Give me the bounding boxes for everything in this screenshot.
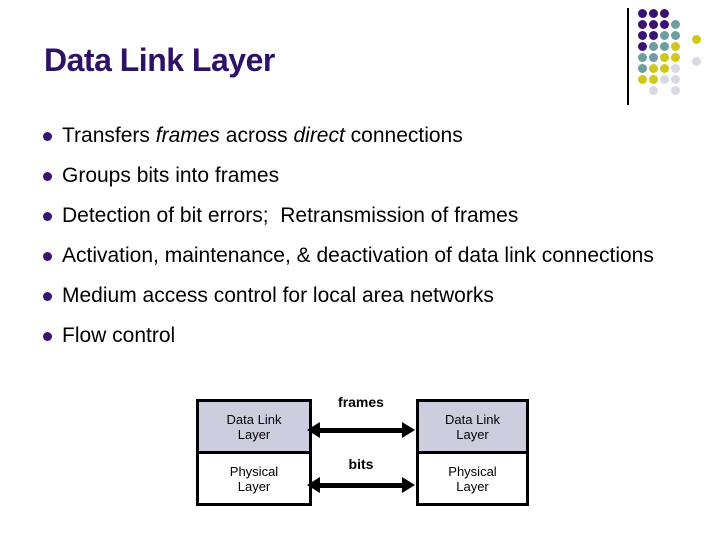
right-physical-label: Physical Layer bbox=[448, 463, 497, 494]
deco-dot bbox=[649, 20, 658, 29]
deco-dot bbox=[671, 31, 680, 40]
deco-dot bbox=[649, 64, 658, 73]
deco-dot bbox=[660, 64, 669, 73]
deco-dot bbox=[649, 31, 658, 40]
deco-dot bbox=[638, 20, 647, 29]
frames-arrow bbox=[307, 422, 415, 438]
deco-dot bbox=[660, 9, 669, 18]
deco-dot bbox=[692, 35, 701, 44]
deco-dot bbox=[671, 86, 680, 95]
bullet-item: Detection of bit errors; Retransmission … bbox=[40, 199, 692, 232]
bullet-item-text: Groups bits into frames bbox=[62, 164, 280, 187]
left-datalink-box: Data Link Layer bbox=[199, 402, 309, 454]
deco-dot bbox=[660, 75, 669, 84]
bullet-item-text: Flow control bbox=[62, 324, 176, 347]
deco-dot bbox=[671, 75, 680, 84]
frames-label: frames bbox=[338, 394, 384, 410]
deco-dot bbox=[649, 42, 658, 51]
deco-dot bbox=[649, 53, 658, 62]
deco-dot bbox=[660, 42, 669, 51]
left-physical-box: Physical Layer bbox=[199, 454, 309, 503]
deco-dot bbox=[649, 9, 658, 18]
bullet-item-text: Medium access control for local area net… bbox=[62, 284, 494, 307]
left-datalink-label: Data Link Layer bbox=[226, 411, 282, 442]
deco-dot bbox=[638, 31, 647, 40]
bullet-item: Groups bits into frames bbox=[40, 159, 692, 192]
deco-dot bbox=[660, 53, 669, 62]
deco-dot bbox=[638, 9, 647, 18]
right-protocol-stack: Data Link Layer Physical Layer bbox=[416, 399, 529, 506]
deco-dot bbox=[692, 57, 701, 66]
deco-dot bbox=[660, 31, 669, 40]
deco-dot bbox=[671, 53, 680, 62]
bullet-item: Medium access control for local area net… bbox=[40, 279, 692, 312]
bits-arrow bbox=[307, 477, 415, 493]
deco-dot bbox=[660, 20, 669, 29]
deco-dot bbox=[638, 75, 647, 84]
deco-dot bbox=[649, 86, 658, 95]
right-datalink-box: Data Link Layer bbox=[419, 402, 526, 454]
page-title: Data Link Layer bbox=[44, 42, 275, 78]
bullet-item-text: Detection of bit errors; Retransmission … bbox=[62, 204, 519, 227]
bits-label: bits bbox=[348, 456, 374, 472]
bullet-item-text: Transfers frames across direct connectio… bbox=[62, 124, 463, 147]
deco-dot bbox=[671, 64, 680, 73]
deco-vertical-rule bbox=[627, 8, 629, 105]
deco-dot bbox=[638, 64, 647, 73]
deco-dot bbox=[638, 53, 647, 62]
deco-dot bbox=[649, 75, 658, 84]
bullet-item: Activation, maintenance, & deactivation … bbox=[40, 239, 692, 272]
bullet-item-text: Activation, maintenance, & deactivation … bbox=[62, 244, 654, 267]
deco-dot bbox=[638, 42, 647, 51]
bullet-list: Transfers frames across direct connectio… bbox=[40, 119, 692, 359]
bullet-item: Flow control bbox=[40, 319, 692, 352]
bullet-item: Transfers frames across direct connectio… bbox=[40, 119, 692, 152]
left-physical-label: Physical Layer bbox=[229, 463, 279, 494]
left-protocol-stack: Data Link Layer Physical Layer bbox=[196, 399, 312, 506]
right-physical-box: Physical Layer bbox=[419, 454, 526, 503]
deco-dot bbox=[671, 42, 680, 51]
right-datalink-label: Data Link Layer bbox=[445, 411, 500, 442]
deco-dot bbox=[671, 20, 680, 29]
